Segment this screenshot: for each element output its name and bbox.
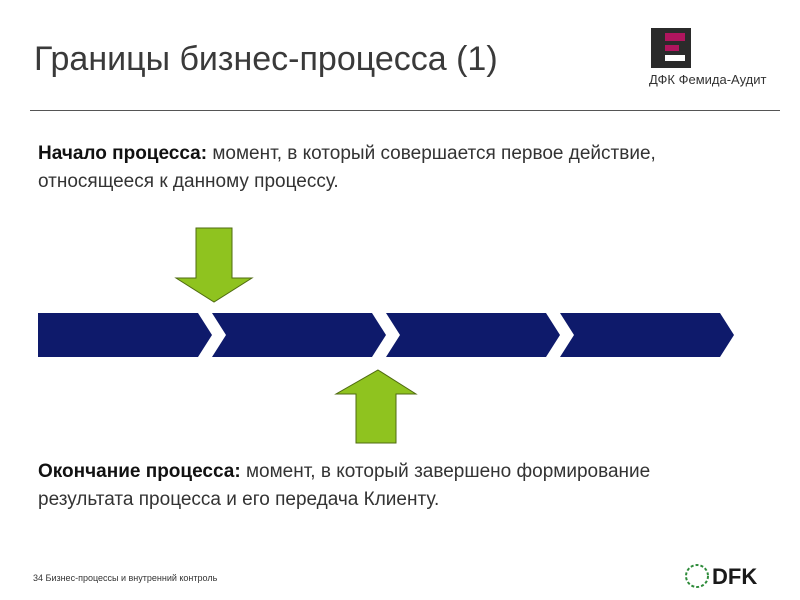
process-end-text: момент, в который завершено формирование… (38, 461, 651, 510)
logo-text: ДФК Фемида-Аудит (649, 72, 767, 87)
logo-mark-icon (651, 28, 691, 68)
process-start-text: момент, в который совершается первое дей… (38, 143, 656, 192)
process-step-3 (386, 313, 560, 357)
process-step-2 (212, 313, 386, 357)
end-arrow-icon (334, 369, 418, 444)
dfk-logo-text: DFK (712, 564, 757, 589)
process-start-definition: Начало процесса: момент, в который совер… (38, 140, 738, 196)
page-number: 34 (33, 573, 44, 583)
process-end-definition: Окончание процесса: момент, в который за… (38, 458, 738, 514)
process-diagram (38, 227, 734, 444)
process-start-label: Начало процесса: (38, 143, 208, 164)
company-logo: ДФК Фемида-Аудит (643, 22, 773, 97)
start-arrow-icon (174, 227, 254, 303)
process-step-1 (38, 313, 212, 357)
title-divider (30, 110, 780, 111)
page-title: Границы бизнес-процесса (1) (34, 40, 498, 78)
footer-caption: Бизнес-процессы и внутренний контроль (45, 573, 218, 583)
slide-footer: 34 Бизнес-процессы и внутренний контроль (33, 573, 217, 583)
process-end-label: Окончание процесса: (38, 461, 241, 482)
process-step-4 (560, 313, 734, 357)
dfk-logo-icon: DFK (685, 564, 757, 589)
